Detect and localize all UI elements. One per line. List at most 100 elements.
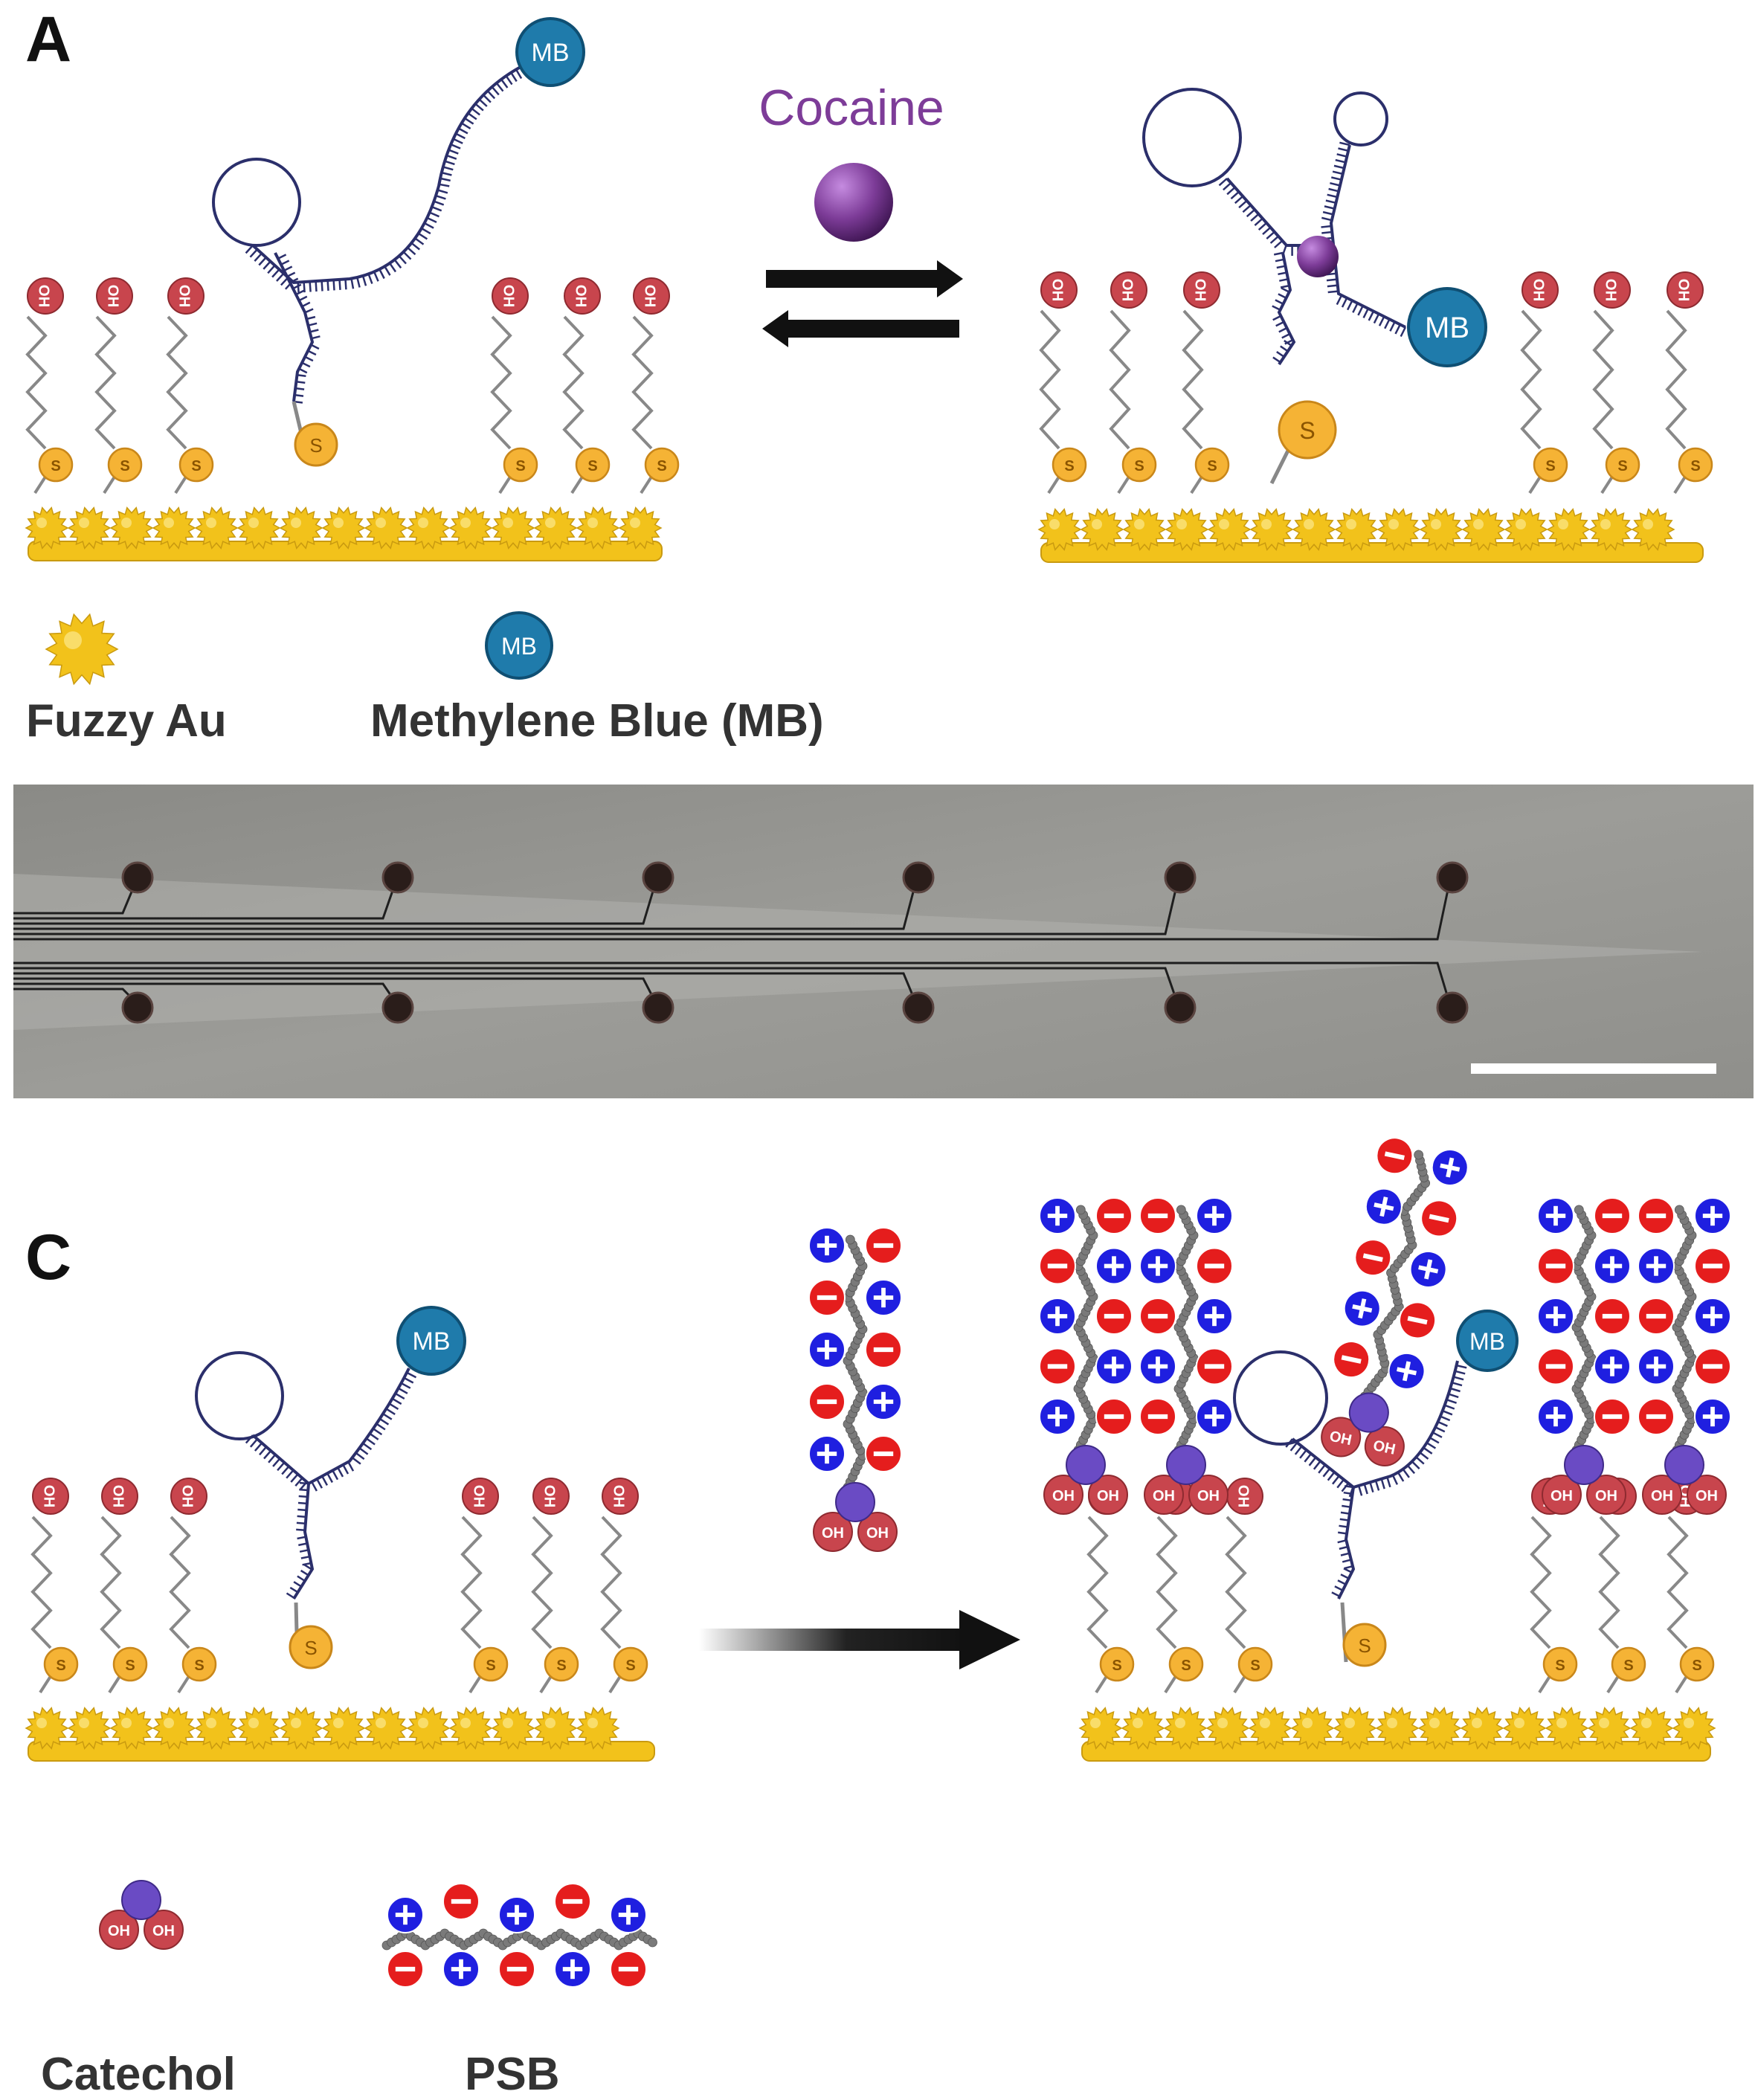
svg-text:OH: OH bbox=[152, 1923, 175, 1939]
cation-plus bbox=[1431, 1149, 1469, 1187]
anion-minus bbox=[1139, 1298, 1176, 1335]
svg-text:MB: MB bbox=[1469, 1328, 1505, 1355]
conductor-trace bbox=[13, 886, 1450, 941]
svg-text:OH: OH bbox=[1651, 1488, 1673, 1504]
fuzzy-au-particle bbox=[1545, 1707, 1589, 1750]
alkanethiol-chain: SOH bbox=[1182, 271, 1230, 495]
svg-text:OH: OH bbox=[1696, 1488, 1718, 1504]
svg-text:OH: OH bbox=[1097, 1488, 1119, 1504]
cation-plus bbox=[1537, 1197, 1574, 1234]
svg-text:S: S bbox=[1250, 1658, 1260, 1674]
cation-plus bbox=[610, 1896, 647, 1933]
svg-text:S: S bbox=[191, 458, 201, 474]
recording-site bbox=[1164, 861, 1197, 894]
recording-site bbox=[1436, 861, 1469, 894]
fuzzy-au-particle bbox=[1587, 1707, 1632, 1750]
hydroxyl-cap bbox=[27, 277, 64, 315]
fuzzy-au-particle bbox=[321, 506, 366, 550]
cation-plus bbox=[1039, 1398, 1076, 1435]
mb-tag-a-left: MB bbox=[515, 17, 585, 87]
fuzzy-au-particle bbox=[1080, 508, 1124, 551]
nucleotide-ticks bbox=[245, 1371, 417, 1492]
recording-site bbox=[381, 861, 414, 894]
anion-minus bbox=[1537, 1347, 1574, 1385]
fuzzy-au-particle bbox=[364, 1707, 408, 1750]
fuzzy-au-particle bbox=[194, 506, 239, 550]
fuzzy-au-particle bbox=[236, 1707, 281, 1750]
polymer-backbone bbox=[381, 1928, 657, 1951]
fuzzy-au-particle bbox=[152, 1707, 196, 1750]
legend-fuzzy-au: Fuzzy Au bbox=[26, 613, 227, 747]
hydroxyl-cap bbox=[1521, 271, 1559, 309]
equilibrium-arrows bbox=[762, 260, 963, 347]
svg-text:OH: OH bbox=[1049, 279, 1066, 302]
anion-minus bbox=[808, 1279, 846, 1316]
fuzzy-au-particle bbox=[1502, 1707, 1547, 1750]
fuzzy-au-particle bbox=[1292, 508, 1336, 551]
polymer-backbone bbox=[843, 1234, 868, 1492]
anion-minus bbox=[1694, 1347, 1731, 1385]
legend-fuzzy-au-label: Fuzzy Au bbox=[26, 695, 227, 747]
conductor-trace bbox=[13, 886, 916, 930]
anion-minus bbox=[1376, 1137, 1414, 1175]
polymer-backbone bbox=[1173, 1205, 1199, 1455]
alkanethiol-chain: SOH bbox=[562, 277, 611, 495]
anion-minus bbox=[865, 1227, 902, 1264]
aptamer-unbound bbox=[212, 65, 523, 404]
svg-text:S: S bbox=[1299, 417, 1315, 444]
thiol-anchor-aptamer-a-right: S bbox=[1269, 400, 1337, 485]
hydroxyl-cap bbox=[602, 1478, 639, 1515]
psb-brush: OH OH bbox=[1638, 1197, 1731, 1515]
alkanethiol-chain: SOH bbox=[169, 1478, 217, 1694]
svg-text:OH: OH bbox=[573, 285, 589, 308]
cation-plus bbox=[1139, 1247, 1176, 1285]
electrode-a-right bbox=[1037, 508, 1704, 563]
cation-plus bbox=[1365, 1188, 1403, 1225]
svg-text:S: S bbox=[51, 458, 60, 474]
svg-text:S: S bbox=[657, 458, 666, 474]
fuzzy-au-particle bbox=[1334, 508, 1379, 551]
cation-plus bbox=[1196, 1298, 1233, 1335]
cation-plus bbox=[1388, 1352, 1426, 1390]
svg-text:S: S bbox=[1690, 458, 1700, 474]
cation-plus bbox=[1343, 1289, 1381, 1327]
svg-text:S: S bbox=[194, 1658, 204, 1674]
anion-minus bbox=[1354, 1239, 1392, 1277]
fuzzy-au-particle bbox=[1629, 1707, 1674, 1750]
polymer-backbone bbox=[1672, 1205, 1697, 1455]
svg-text:OH: OH bbox=[866, 1525, 889, 1542]
svg-text:OH: OH bbox=[500, 285, 517, 308]
fuzzy-au-particle bbox=[1376, 508, 1421, 551]
hydroxyl-cap bbox=[1183, 271, 1220, 309]
svg-text:S: S bbox=[1692, 1658, 1701, 1674]
bound-cocaine bbox=[1297, 236, 1339, 277]
nucleotide-ticks bbox=[286, 1481, 313, 1599]
svg-text:OH: OH bbox=[1192, 279, 1208, 302]
nucleotide-ticks bbox=[245, 68, 523, 293]
cation-plus bbox=[1594, 1347, 1631, 1385]
fuzzy-au-particle bbox=[1037, 508, 1082, 551]
fuzzy-au-particle bbox=[1461, 508, 1506, 551]
cation-plus bbox=[865, 1279, 902, 1316]
alkanethiol-chain: SOH bbox=[460, 1478, 509, 1694]
recording-site bbox=[642, 991, 674, 1024]
svg-text:S: S bbox=[486, 1658, 495, 1674]
polymer-backbone bbox=[1571, 1205, 1597, 1455]
cation-plus bbox=[1694, 1398, 1731, 1435]
recording-site bbox=[902, 991, 935, 1024]
anion-minus bbox=[1139, 1398, 1176, 1435]
hydroxyl-cap bbox=[1110, 271, 1147, 309]
nucleotide-ticks bbox=[277, 254, 321, 404]
electrode-sites bbox=[121, 861, 1469, 1024]
svg-text:MB: MB bbox=[1425, 312, 1469, 344]
anion-minus bbox=[1638, 1298, 1675, 1335]
alkanethiol-chain: SOH bbox=[1520, 271, 1568, 495]
fuzzy-au-particle bbox=[1672, 1707, 1716, 1750]
